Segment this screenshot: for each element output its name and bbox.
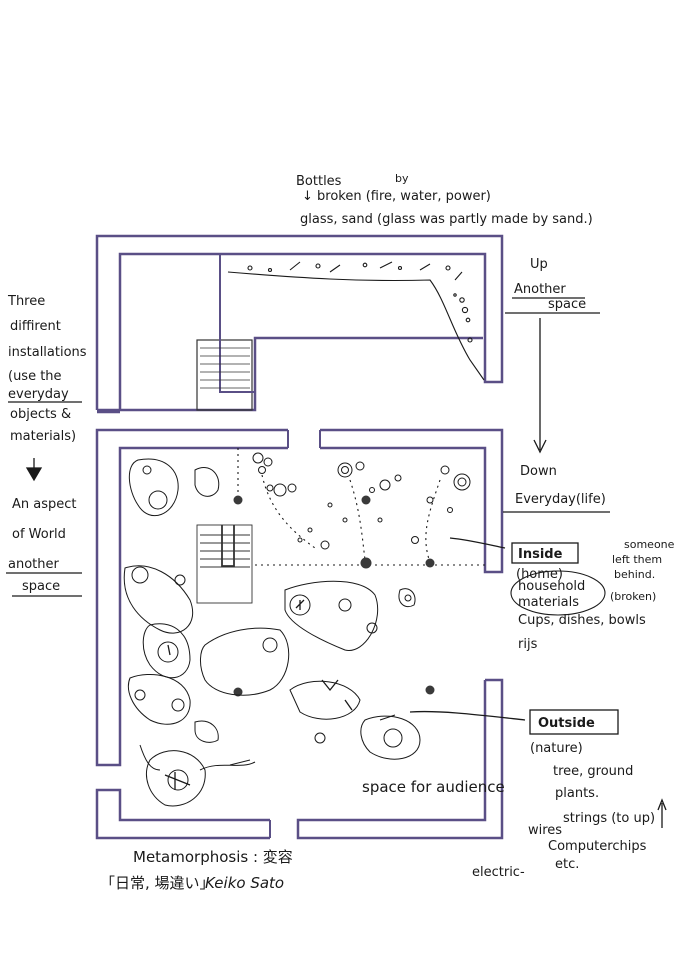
inside-notes: Inside (home) household materials Cups, …: [510, 538, 675, 652]
up-another: Another: [514, 282, 566, 297]
title-line2: 「日常, 場違い」: [100, 874, 215, 892]
electric-label: electric-: [472, 865, 525, 880]
household-installation: [252, 452, 471, 550]
plants-label: plants.: [555, 786, 599, 801]
pillars: [233, 495, 435, 697]
top-note-line3: glass, sand (glass was partly made by sa…: [300, 212, 593, 227]
top-note-by: by: [395, 172, 409, 185]
audience-label: space for audience: [362, 778, 505, 796]
household-label: household: [518, 579, 585, 594]
items2-label: rijs: [518, 637, 538, 652]
someone-line: left them: [612, 553, 662, 566]
left-note-line: diffirent: [10, 319, 61, 334]
tree-scribbles: [164, 599, 353, 790]
left-notes: Three diffirent installations (use the e…: [6, 294, 87, 597]
sand-glass-installation: [227, 261, 485, 381]
someone-line: (broken): [610, 590, 656, 603]
someone-line: someone: [624, 538, 675, 551]
tree-label: tree, ground: [553, 764, 633, 779]
lower-stairs: [196, 524, 253, 604]
outside-label: Outside: [538, 716, 595, 731]
author-signature: Keiko Sato: [205, 874, 284, 892]
left-note-line: Three: [7, 294, 45, 309]
left-note-line: (use the: [8, 369, 62, 384]
left-note-line: installations: [8, 345, 87, 360]
aspect-line: space: [22, 579, 60, 594]
down-everyday: Everyday(life): [515, 492, 606, 507]
items-label: Cups, dishes, bowls: [518, 613, 646, 628]
up-space: space: [548, 297, 586, 312]
lower-room-walls: [95, 428, 504, 840]
wires-label: wires: [528, 823, 562, 838]
down-label: Down Everyday(life): [503, 464, 610, 513]
title-line1: Metamorphosis : 変容: [133, 848, 293, 866]
aspect-line: another: [8, 557, 59, 572]
down-text: Down: [520, 464, 557, 479]
nature-label: (nature): [530, 741, 583, 756]
flow-arrows: [25, 318, 667, 828]
top-note-line1: Bottles: [296, 174, 342, 189]
title-block: Metamorphosis : 変容 「日常, 場違い」 Keiko Sato: [100, 848, 293, 892]
materials-label: materials: [518, 595, 579, 610]
left-note-line: everyday: [8, 387, 69, 402]
upper-room-walls: [95, 234, 504, 414]
left-note-line: objects &: [10, 407, 71, 422]
up-text: Up: [530, 257, 548, 272]
someone-line: behind.: [614, 568, 655, 581]
up-label: Up Another space: [505, 257, 600, 314]
aspect-line: of World: [12, 527, 66, 542]
dotted-paths: [237, 448, 485, 566]
upper-stairs: [200, 347, 250, 389]
inside-label: Inside: [518, 547, 563, 562]
etc-label: etc.: [555, 857, 579, 872]
left-note-line: materials): [10, 429, 76, 444]
top-note: Bottles by ↓ broken (fire, water, power)…: [296, 172, 593, 227]
nature-installation: [123, 458, 421, 807]
aspect-line: An aspect: [12, 497, 77, 512]
strings-label: strings (to up): [563, 811, 655, 826]
top-note-line2: ↓ broken (fire, water, power): [302, 189, 491, 204]
outside-notes: Outside (nature) tree, ground plants. st…: [472, 709, 655, 880]
chips-label: Computerchips: [548, 839, 647, 854]
